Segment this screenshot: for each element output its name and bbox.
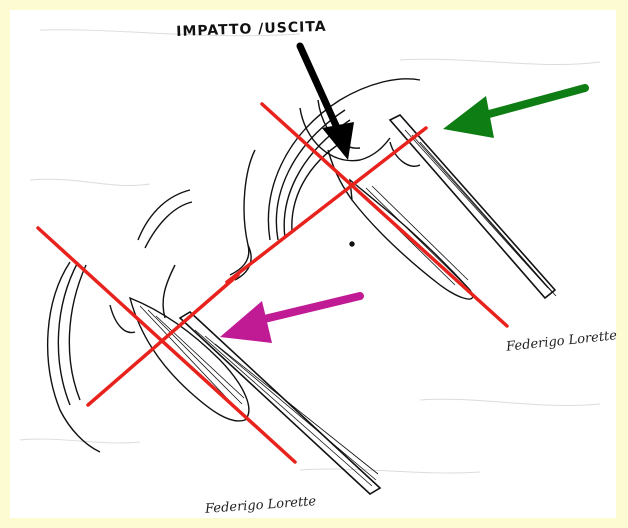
magenta-arrow-icon (220, 296, 360, 343)
lower-red-cross (38, 228, 295, 462)
green-arrow-icon (443, 88, 585, 138)
upper-eye-sketch (268, 79, 556, 299)
background-texture (20, 30, 600, 473)
